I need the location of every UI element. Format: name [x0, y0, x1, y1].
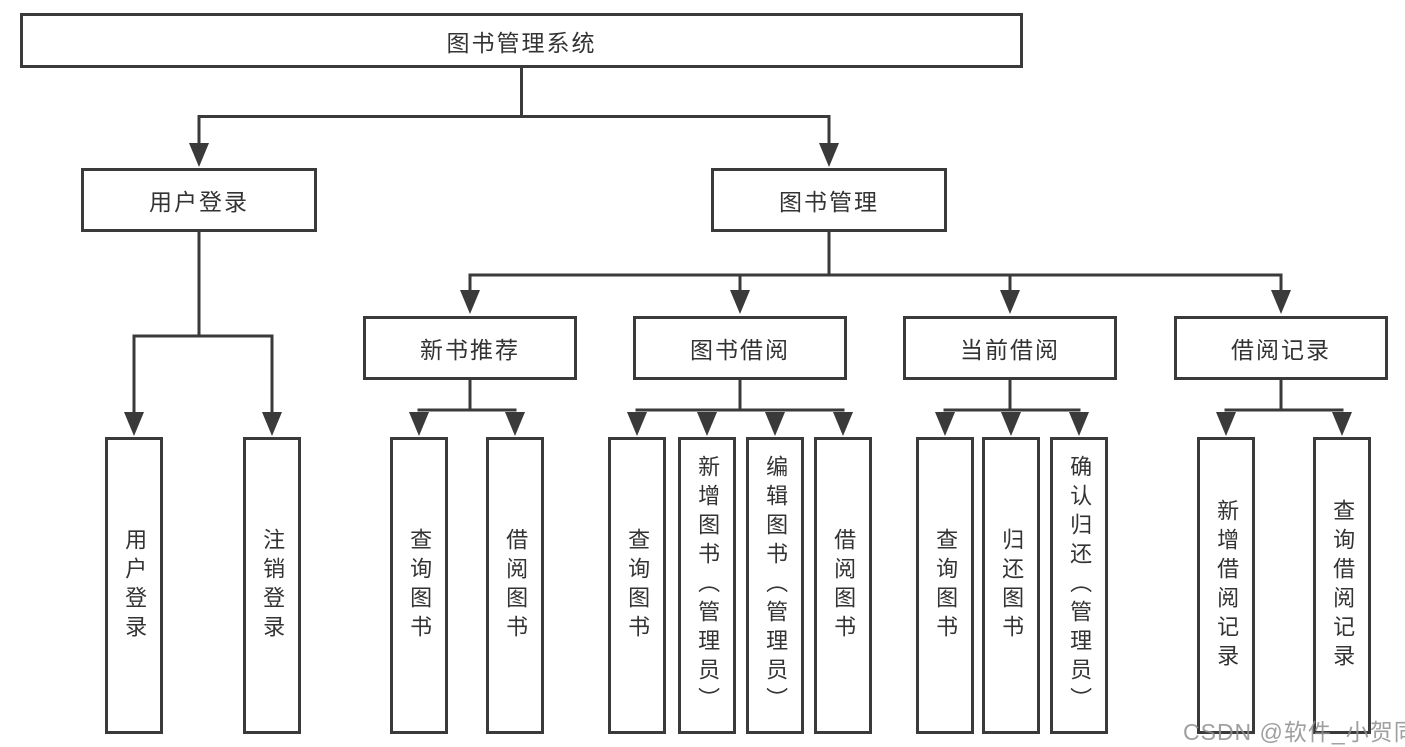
leaf-user-login-label: 用户登录	[122, 527, 148, 644]
leaf-query-borrow-record-label: 查询借阅记录	[1330, 498, 1356, 673]
node-book-borrowing: 图书借阅	[633, 316, 847, 380]
leaf-query-books-current-label: 查询图书	[933, 527, 959, 644]
edge-lines	[132, 68, 1344, 415]
leaf-edit-book-admin: 编辑图书（管理员）	[746, 437, 804, 734]
node-current-borrowing: 当前借阅	[903, 316, 1117, 380]
leaf-add-book-admin-label: 新增图书（管理员）	[695, 455, 721, 716]
node-borrowing-records: 借阅记录	[1174, 316, 1388, 380]
leaf-logout-label: 注销登录	[260, 527, 286, 644]
node-user-login: 用户登录	[81, 168, 317, 232]
leaf-query-books-borrowing-label: 查询图书	[625, 527, 651, 644]
node-new-book-recommend: 新书推荐	[363, 316, 577, 380]
node-user-login-label: 用户登录	[149, 189, 249, 215]
leaf-borrow-books-recommend: 借阅图书	[486, 437, 544, 734]
watermark: CSDN @软件_小贺同学	[1183, 719, 1405, 745]
leaf-user-login: 用户登录	[105, 437, 163, 734]
leaf-query-books-borrowing: 查询图书	[608, 437, 666, 734]
node-root-label: 图书管理系统	[446, 29, 597, 56]
leaf-confirm-return-admin: 确认归还（管理员）	[1050, 437, 1108, 734]
leaf-borrow-books-recommend-label: 借阅图书	[503, 527, 529, 644]
leaf-query-books-recommend-label: 查询图书	[407, 527, 433, 644]
leaf-return-book-label: 归还图书	[999, 527, 1025, 644]
node-book-management: 图书管理	[711, 168, 947, 232]
leaf-confirm-return-admin-label: 确认归还（管理员）	[1067, 455, 1093, 716]
leaf-add-borrow-record-label: 新增借阅记录	[1214, 498, 1240, 673]
leaf-query-books-recommend: 查询图书	[390, 437, 448, 734]
node-root: 图书管理系统	[20, 13, 1023, 68]
leaf-return-book: 归还图书	[982, 437, 1040, 734]
leaf-edit-book-admin-label: 编辑图书（管理员）	[763, 455, 789, 716]
node-current-borrowing-label: 当前借阅	[960, 337, 1060, 363]
leaf-borrow-books-borrowing-label: 借阅图书	[831, 527, 857, 644]
leaf-query-borrow-record: 查询借阅记录	[1313, 437, 1371, 734]
node-book-borrowing-label: 图书借阅	[690, 337, 790, 363]
node-borrowing-records-label: 借阅记录	[1231, 337, 1331, 363]
node-new-book-recommend-label: 新书推荐	[420, 337, 520, 363]
node-book-management-label: 图书管理	[779, 189, 879, 215]
leaf-add-book-admin: 新增图书（管理员）	[678, 437, 736, 734]
leaf-borrow-books-borrowing: 借阅图书	[814, 437, 872, 734]
leaf-add-borrow-record: 新增借阅记录	[1197, 437, 1255, 734]
leaf-query-books-current: 查询图书	[916, 437, 974, 734]
leaf-logout: 注销登录	[243, 437, 301, 734]
